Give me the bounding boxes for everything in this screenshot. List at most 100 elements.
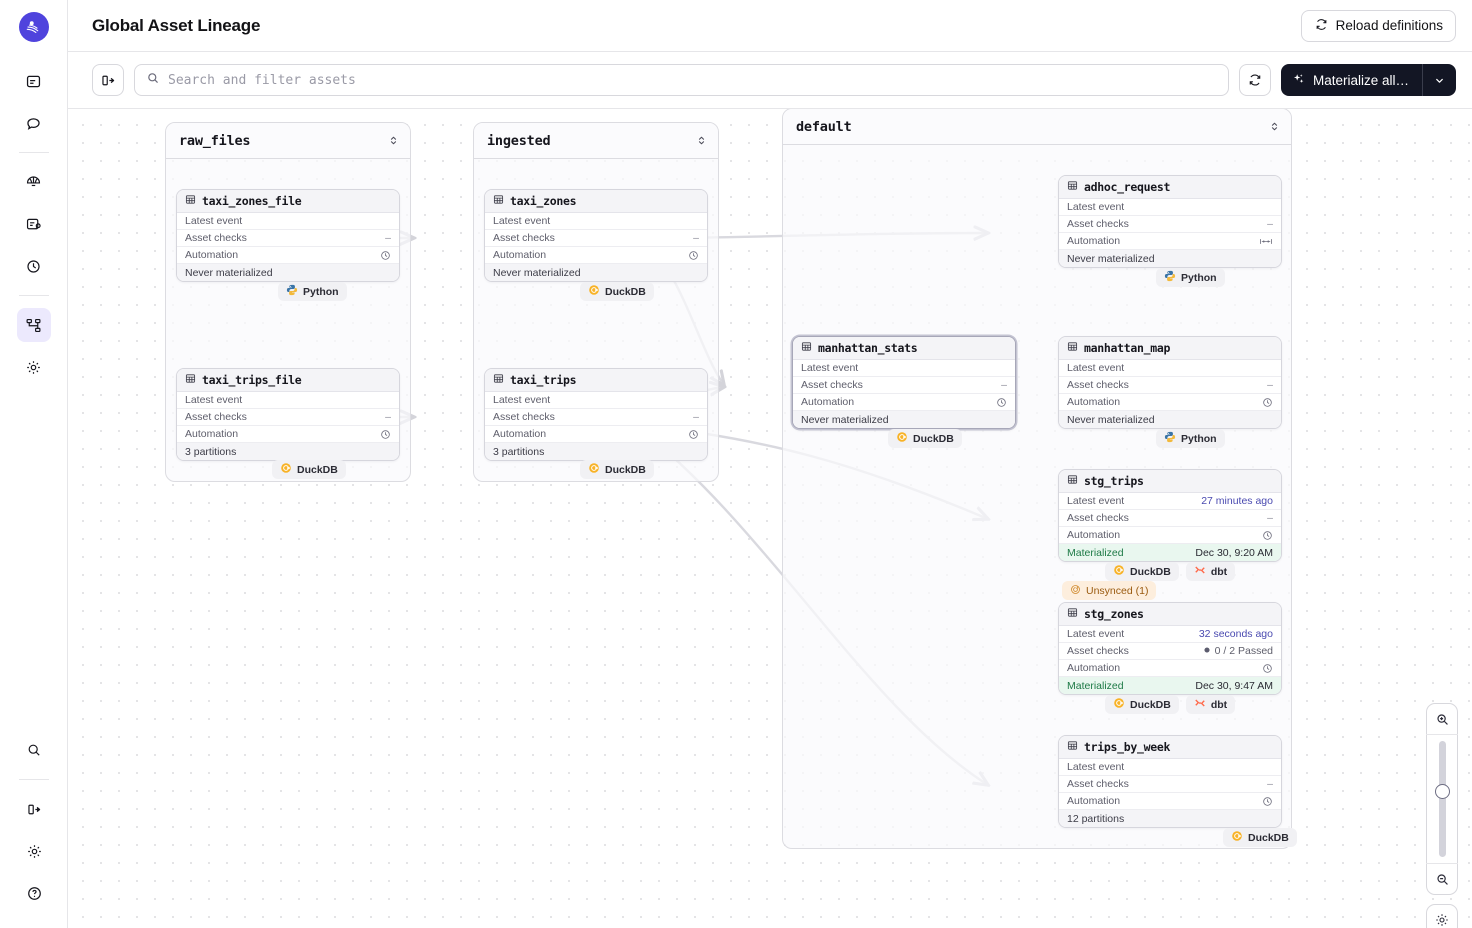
python-icon xyxy=(1164,431,1176,446)
sidebar-item-assets[interactable] xyxy=(16,308,51,342)
automation-label: Automation xyxy=(801,396,855,408)
expand-panel-icon[interactable] xyxy=(17,792,51,826)
table-icon xyxy=(185,371,196,389)
automation-row: Automation xyxy=(1059,660,1281,677)
asset-node-header[interactable]: taxi_trips_file xyxy=(177,369,399,392)
tag-duckdb[interactable]: DuckDB xyxy=(888,429,962,448)
asset-checks-value[interactable]: 0 / 2 Passed xyxy=(1203,645,1273,657)
tag-label: dbt xyxy=(1210,698,1228,711)
toggle-sidebar-button[interactable] xyxy=(92,64,124,96)
group-header[interactable]: ingested xyxy=(474,123,718,159)
sidebar-item-deployment[interactable] xyxy=(17,165,51,199)
asset-node-header[interactable]: trips_by_week xyxy=(1059,736,1281,759)
asset-node-header[interactable]: taxi_zones_file xyxy=(177,190,399,213)
tag-duckdb[interactable]: DuckDB xyxy=(580,282,654,301)
automation-row: Automation xyxy=(793,394,1015,411)
tag-duckdb[interactable]: DuckDB xyxy=(580,460,654,479)
asset-node-header[interactable]: manhattan_map xyxy=(1059,337,1281,360)
asset-node-name: stg_trips xyxy=(1084,474,1144,488)
sidebar-item-jobs[interactable] xyxy=(17,207,51,241)
automation-row: Automation xyxy=(1059,527,1281,544)
tag-python[interactable]: Python xyxy=(278,282,347,301)
group-header[interactable]: default xyxy=(783,109,1291,145)
table-icon xyxy=(185,192,196,210)
latest-event-value[interactable]: 32 seconds ago xyxy=(1198,628,1273,640)
tag-python[interactable]: Python xyxy=(1156,429,1225,448)
asset-node-header[interactable]: taxi_trips xyxy=(485,369,707,392)
tag-dbt[interactable]: dbt xyxy=(1185,695,1236,714)
tag-dbt[interactable]: dbt xyxy=(1185,562,1236,581)
sidebar-item-overview[interactable] xyxy=(17,64,51,98)
asset-node-header[interactable]: stg_trips xyxy=(1059,470,1281,493)
asset-checks-row: Asset checks– xyxy=(1059,216,1281,233)
dagster-logo[interactable] xyxy=(18,12,49,42)
collapse-group-icon[interactable] xyxy=(388,135,399,146)
search-input[interactable] xyxy=(168,72,1217,88)
asset-node-header[interactable]: taxi_zones xyxy=(485,190,707,213)
tag-duckdb[interactable]: DuckDB xyxy=(1105,562,1179,581)
asset-checks-label: Asset checks xyxy=(493,411,555,423)
zoom-out-icon[interactable] xyxy=(1426,864,1458,894)
gear-icon[interactable] xyxy=(17,834,51,868)
python-icon xyxy=(286,284,298,299)
asset-node-header[interactable]: stg_zones xyxy=(1059,603,1281,626)
sparkle-icon xyxy=(1292,72,1306,89)
collapse-group-icon[interactable] xyxy=(1269,121,1280,132)
table-icon xyxy=(1067,472,1078,490)
search-icon[interactable] xyxy=(17,733,51,767)
tag-duckdb[interactable]: DuckDB xyxy=(272,460,346,479)
sidebar-item-chat[interactable] xyxy=(17,106,51,140)
asset-node-header[interactable]: manhattan_stats xyxy=(793,337,1015,360)
sidebar-item-settings[interactable] xyxy=(17,350,51,384)
lineage-canvas[interactable]: raw_files ingested xyxy=(68,109,1472,928)
unsynced-badge[interactable]: Unsynced (1) xyxy=(1062,581,1157,600)
latest-event-row: Latest event xyxy=(485,392,707,409)
refresh-button[interactable] xyxy=(1238,64,1271,96)
search-input-wrapper[interactable] xyxy=(134,64,1229,96)
materialize-all-button[interactable]: Materialize all… xyxy=(1280,64,1456,96)
latest-event-label: Latest event xyxy=(1067,761,1125,773)
zoom-slider[interactable] xyxy=(1426,734,1458,864)
asset-node-header[interactable]: adhoc_request xyxy=(1059,176,1281,199)
asset-checks-text: 0 / 2 Passed xyxy=(1214,645,1273,657)
zoom-slider-handle[interactable] xyxy=(1434,784,1450,799)
rail-divider-1 xyxy=(18,152,49,153)
help-icon[interactable] xyxy=(17,876,51,910)
asset-status-row: 3 partitions xyxy=(485,443,707,460)
tag-duckdb[interactable]: DuckDB xyxy=(1223,828,1297,847)
automation-label: Automation xyxy=(1067,235,1121,247)
reload-definitions-button[interactable]: Reload definitions xyxy=(1300,9,1456,42)
asset-checks-text: – xyxy=(1267,379,1273,391)
asset-checks-value: – xyxy=(385,411,391,423)
latest-event-row: Latest event xyxy=(1059,199,1281,216)
asset-checks-value: – xyxy=(1267,218,1273,230)
asset-status-value: Dec 30, 9:47 AM xyxy=(1195,679,1273,692)
table-icon xyxy=(1067,605,1078,623)
tag-duckdb[interactable]: DuckDB xyxy=(1105,695,1179,714)
asset-checks-text: – xyxy=(385,411,391,423)
zoom-in-icon[interactable] xyxy=(1426,704,1458,734)
lineage-settings-button[interactable] xyxy=(1426,904,1458,928)
asset-status-label: 3 partitions xyxy=(493,445,545,458)
collapse-group-icon[interactable] xyxy=(696,135,707,146)
materialize-dropdown-button[interactable] xyxy=(1423,75,1456,86)
tag-python[interactable]: Python xyxy=(1156,268,1225,287)
asset-checks-value: – xyxy=(693,232,699,244)
group-header[interactable]: raw_files xyxy=(166,123,410,159)
sidebar-item-schedules[interactable] xyxy=(17,249,51,283)
clock-icon xyxy=(380,250,391,261)
zoom-slider-group[interactable] xyxy=(1426,703,1458,895)
latest-event-value[interactable]: 27 minutes ago xyxy=(1201,495,1273,507)
